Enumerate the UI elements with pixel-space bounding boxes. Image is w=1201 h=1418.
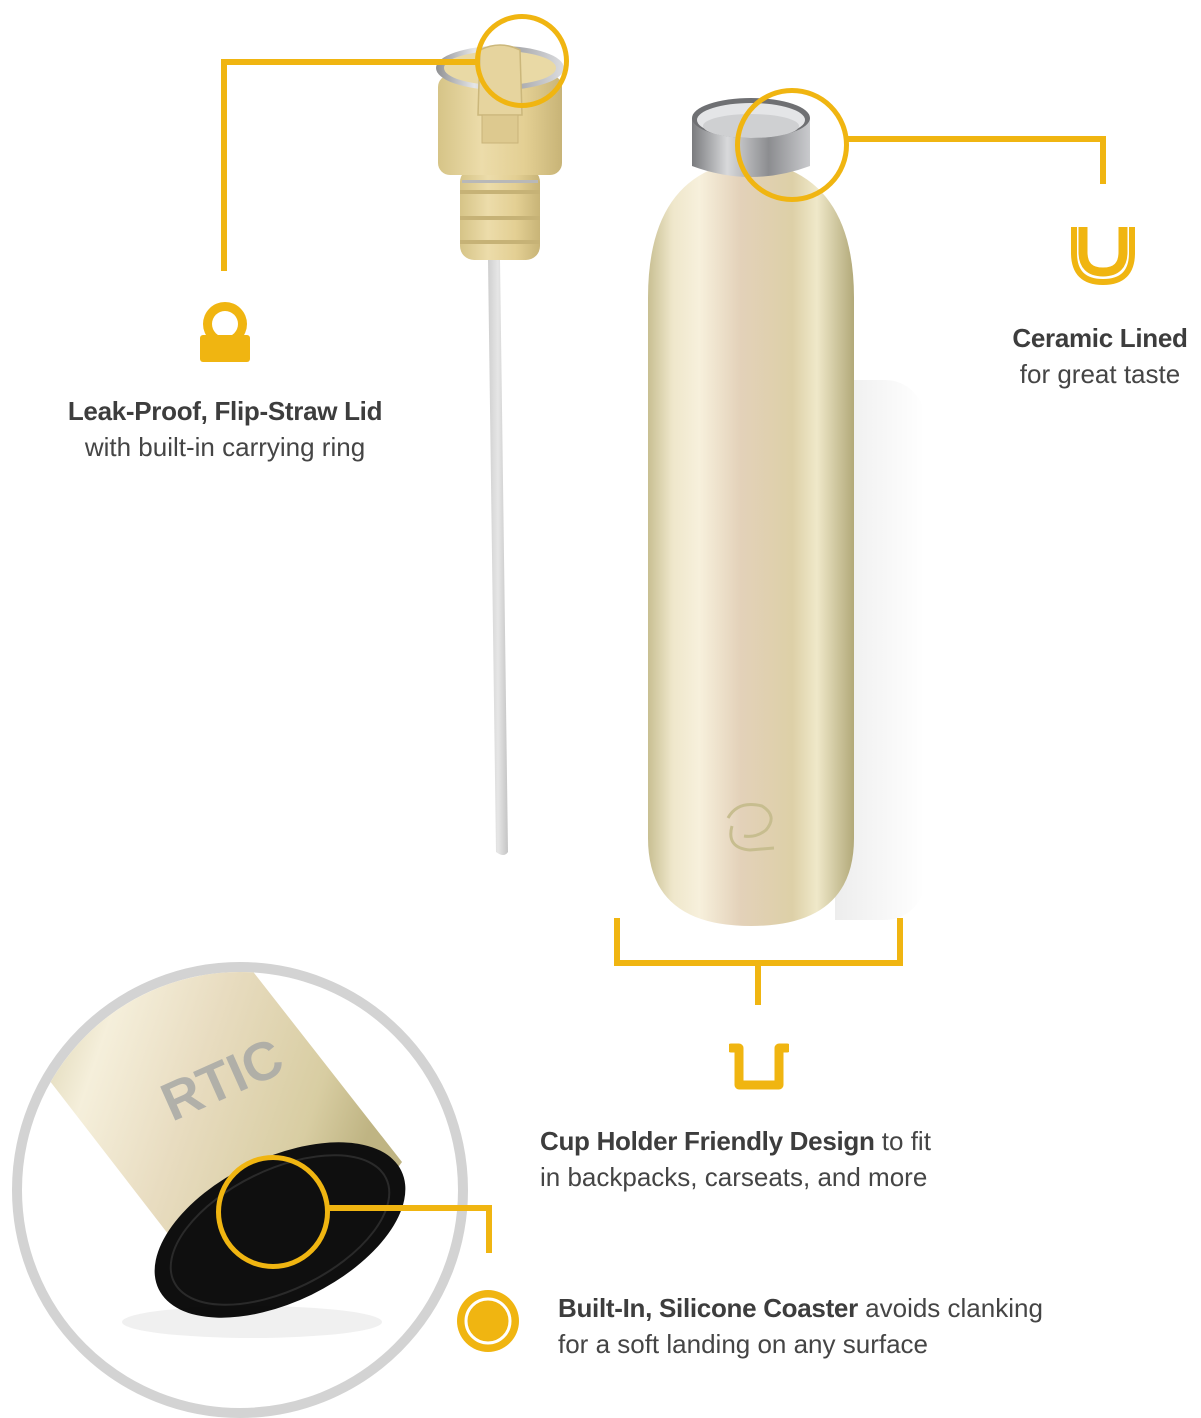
ceramic-callout-circle bbox=[735, 88, 849, 202]
lid-callout-line-horizontal bbox=[221, 59, 477, 65]
feature-coaster-title: Built-In, Silicone Coaster bbox=[558, 1293, 858, 1323]
coaster-icon bbox=[456, 1289, 520, 1353]
cup-holder-icon bbox=[729, 1043, 789, 1091]
feature-cupholder-title-suffix: to fit bbox=[874, 1126, 931, 1156]
ceramic-callout-line-vertical bbox=[1100, 136, 1106, 184]
feature-cupholder: Cup Holder Friendly Design to fit in bac… bbox=[540, 1123, 1020, 1195]
feature-ceramic: Ceramic Lined for great taste bbox=[995, 320, 1201, 392]
bracket-left bbox=[614, 918, 620, 965]
feature-coaster-title-suffix: avoids clanking bbox=[857, 1293, 1043, 1323]
ceramic-lined-u-icon bbox=[1071, 227, 1135, 285]
straw-lid-image bbox=[430, 20, 570, 860]
lid-callout-circle bbox=[475, 14, 569, 108]
lid-callout-line-vertical bbox=[221, 59, 227, 271]
feature-cupholder-description: in backpacks, carseats, and more bbox=[540, 1162, 928, 1192]
coaster-callout-circle bbox=[216, 1155, 330, 1269]
feature-lid-title: Leak-Proof, Flip-Straw Lid bbox=[67, 396, 383, 426]
carrying-ring-icon bbox=[198, 298, 252, 364]
bottle-image bbox=[640, 78, 862, 938]
feature-ceramic-title: Ceramic Lined bbox=[1012, 323, 1188, 353]
bracket-stem bbox=[755, 960, 761, 1005]
bracket-right bbox=[897, 918, 903, 965]
coaster-callout-line-vertical bbox=[486, 1205, 492, 1253]
feature-ceramic-description: for great taste bbox=[1019, 359, 1181, 389]
feature-cupholder-title: Cup Holder Friendly Design bbox=[540, 1126, 875, 1156]
feature-lid-description: with built-in carrying ring bbox=[84, 432, 366, 462]
feature-coaster: Built-In, Silicone Coaster avoids clanki… bbox=[558, 1290, 1158, 1362]
coaster-callout-line-horizontal bbox=[328, 1205, 492, 1211]
feature-coaster-description: for a soft landing on any surface bbox=[558, 1329, 929, 1359]
ceramic-callout-line-horizontal bbox=[847, 136, 1106, 142]
feature-lid: Leak-Proof, Flip-Straw Lid with built-in… bbox=[0, 393, 450, 465]
